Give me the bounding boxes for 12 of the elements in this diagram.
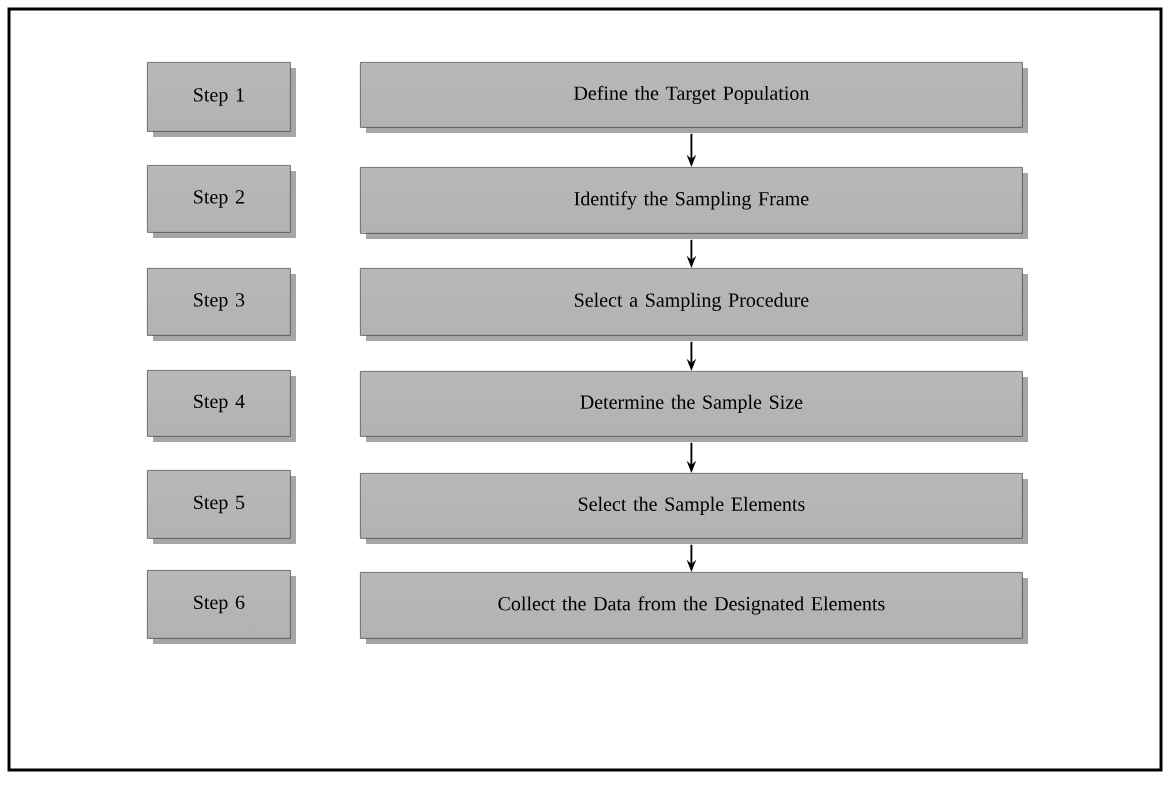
process-box: Determine the Sample Size [360,371,1028,442]
step-box: Step 6 [147,570,296,644]
process-box: Identify the Sampling Frame [360,167,1028,239]
process-box: Collect the Data from the Designated Elements [360,572,1028,644]
process-box: Select the Sample Elements [360,473,1028,544]
step-box: Step 3 [147,268,296,341]
step-box: Step 1 [147,62,296,137]
step-box: Step 4 [147,370,296,442]
process-box: Define the Target Population [360,62,1028,133]
step-box: Step 5 [147,470,296,544]
step-box: Step 2 [147,165,296,238]
process-box: Select a Sampling Procedure [360,268,1028,341]
